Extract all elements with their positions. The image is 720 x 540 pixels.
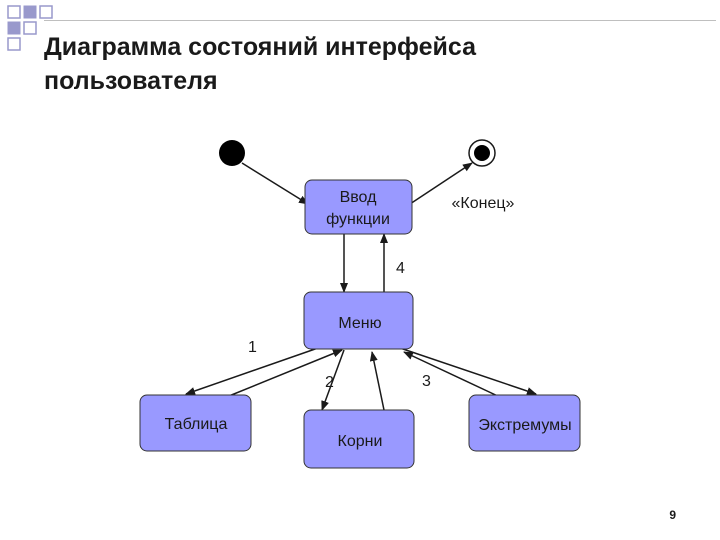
slide-title: Диаграмма состояний интерфейса пользоват… xyxy=(44,30,664,98)
label-end: «Конец» xyxy=(452,195,515,212)
state-extrema-label: Экстремумы xyxy=(478,417,571,434)
arrow-menu-to-extrema xyxy=(399,347,537,395)
state-roots-label: Корни xyxy=(338,433,383,450)
state-menu-label: Меню xyxy=(338,315,381,332)
label-transition-4: 4 xyxy=(396,260,405,277)
state-roots: Корни xyxy=(303,409,415,469)
state-input-function-line-1: Ввод xyxy=(340,189,378,206)
label-transition-3: 3 xyxy=(422,373,431,390)
state-table-label: Таблица xyxy=(165,416,228,433)
slide-title-line-1: Диаграмма состояний интерфейса xyxy=(44,33,476,61)
initial-state xyxy=(219,140,245,166)
state-input-function: Ввод функции xyxy=(304,179,413,235)
label-transition-2: 2 xyxy=(325,374,334,391)
state-table: Таблица xyxy=(139,394,252,452)
arrow-input-to-end xyxy=(409,162,473,205)
page-number: 9 xyxy=(669,508,676,522)
state-input-function-line-2: функции xyxy=(326,211,390,228)
label-transition-1: 1 xyxy=(248,339,257,356)
final-state xyxy=(468,139,496,167)
state-menu: Меню xyxy=(303,291,414,350)
arrow-extrema-to-menu xyxy=(403,351,503,399)
slide-title-line-2: пользователя xyxy=(44,67,218,95)
arrow-menu-to-table xyxy=(185,347,319,395)
arrow-roots-to-menu xyxy=(369,351,385,411)
arrow-menu-to-roots xyxy=(321,349,345,411)
state-extrema: Экстремумы xyxy=(468,394,581,452)
arrow-table-to-menu xyxy=(223,349,343,399)
arrow-start-to-input xyxy=(241,162,309,205)
decorative-squares xyxy=(7,5,53,51)
header-divider xyxy=(44,20,716,21)
